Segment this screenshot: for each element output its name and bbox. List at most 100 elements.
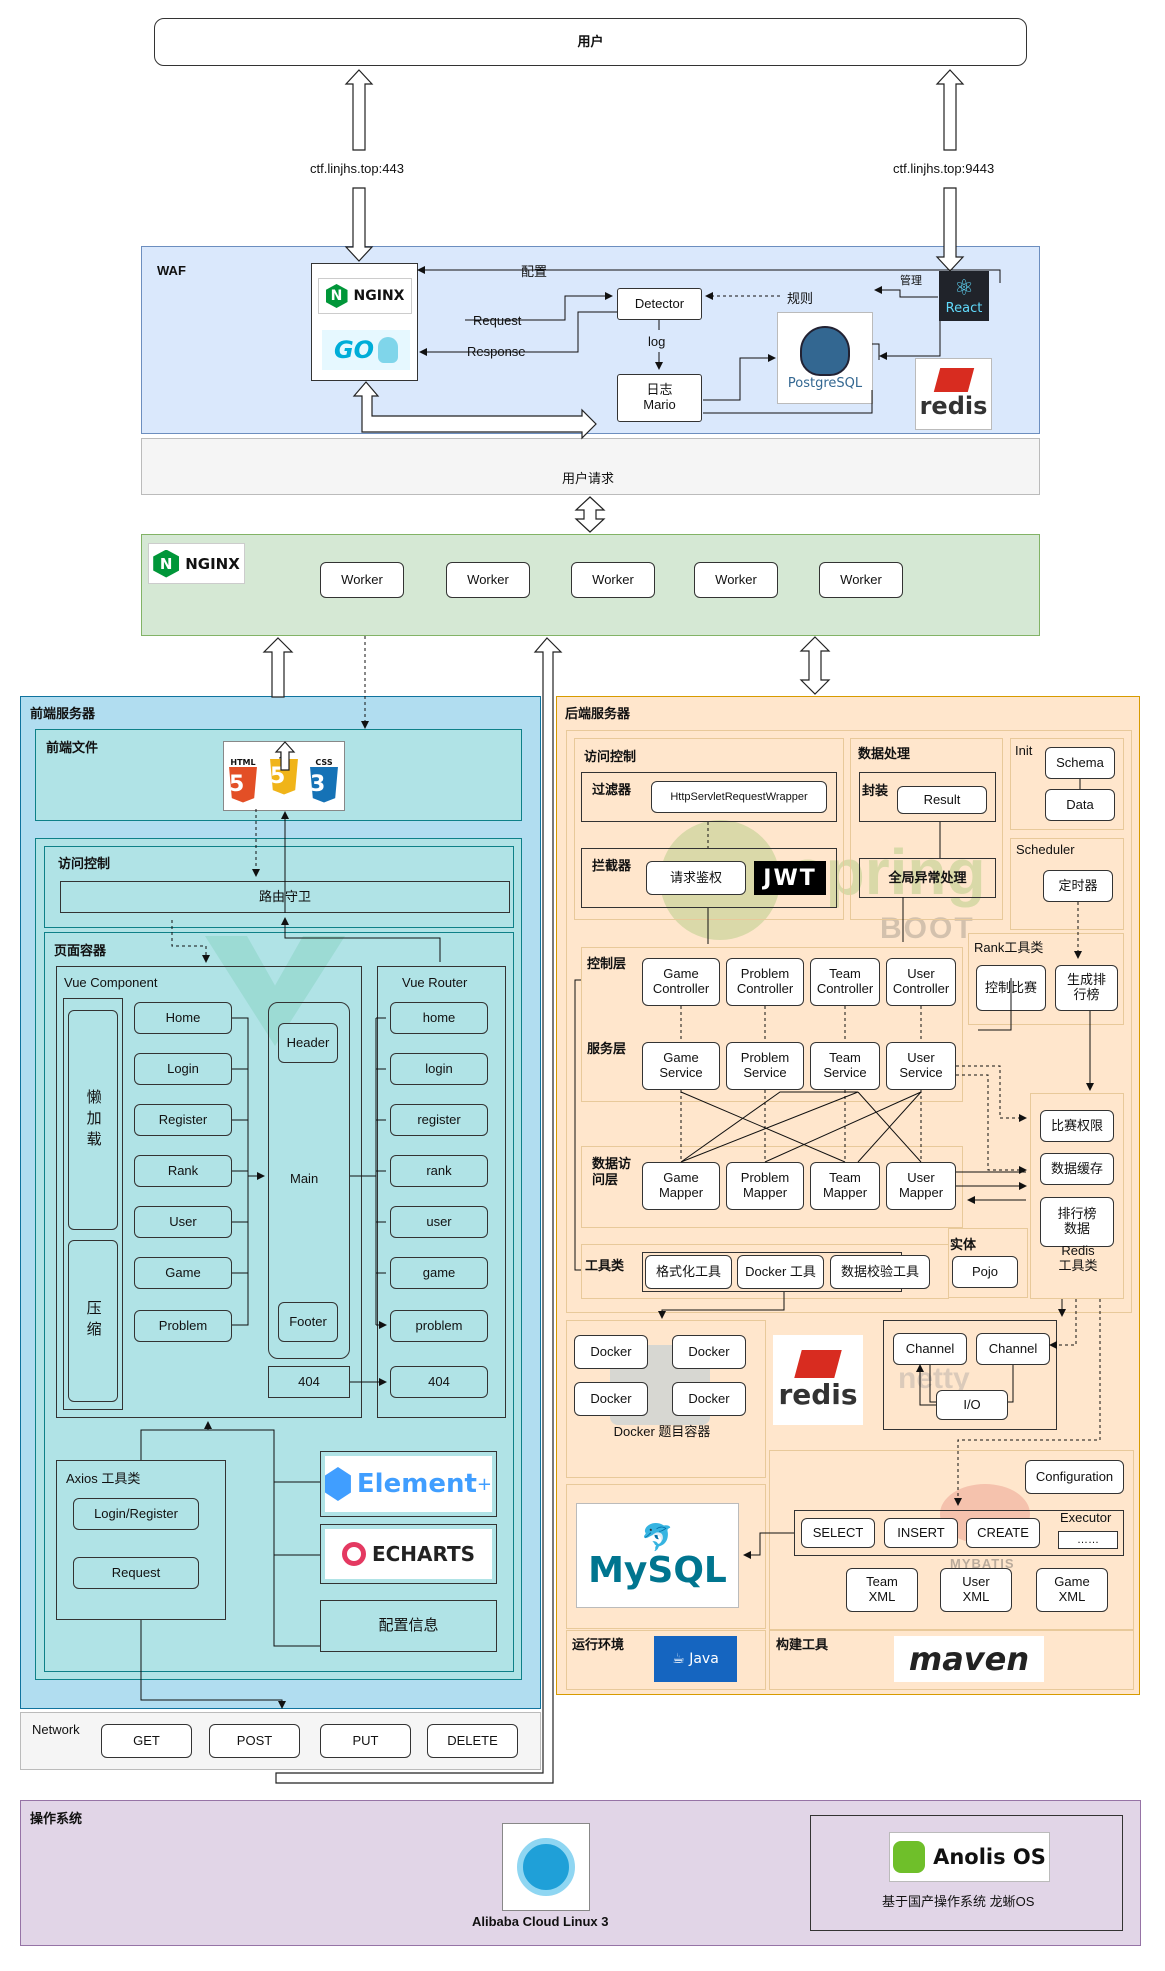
entity-panel <box>948 1228 1028 1298</box>
filter-box <box>581 772 837 822</box>
filter-title: 过滤器 <box>592 782 632 797</box>
worker-1: Worker <box>320 562 404 598</box>
alibaba-linux-logo <box>502 1823 590 1911</box>
comp-login: Login <box>134 1053 232 1085</box>
backend-core-panel <box>566 730 1132 1313</box>
waf-request-label: Request <box>473 313 522 328</box>
url-left: ctf.linjhs.top:443 <box>310 161 404 176</box>
route-home: home <box>390 1002 488 1034</box>
sql-select: SELECT <box>801 1518 875 1548</box>
route-404: 404 <box>390 1366 488 1398</box>
team-mapper: Team Mapper <box>810 1162 880 1210</box>
comp-register: Register <box>134 1104 232 1136</box>
waf-manage-label: 管理 <box>900 275 922 287</box>
route-rank: rank <box>390 1155 488 1187</box>
waf-rule-label: 规则 <box>787 291 814 306</box>
comp-home: Home <box>134 1002 232 1034</box>
gateway-nginx-logo: N NGINX <box>148 543 245 584</box>
interceptor-box <box>581 848 837 908</box>
entity-title: 实体 <box>950 1237 977 1252</box>
schema-node: Schema <box>1045 747 1115 779</box>
problem-service: Problem Service <box>726 1042 804 1090</box>
worker-5: Worker <box>819 562 903 598</box>
be-access-title: 访问控制 <box>584 749 637 764</box>
arrow-front-up <box>262 637 294 698</box>
arrow-left-up <box>344 69 374 151</box>
scheduler-panel <box>1010 838 1124 930</box>
problem-mapper: Problem Mapper <box>726 1162 804 1210</box>
game-controller: Game Controller <box>642 958 720 1006</box>
html5-icon: HTML 5 <box>227 754 259 806</box>
http-delete: DELETE <box>427 1724 518 1758</box>
axios-login-register: Login/Register <box>73 1498 199 1530</box>
config-info: 配置信息 <box>320 1600 497 1652</box>
axios-request: Request <box>73 1557 199 1589</box>
controller-layer-title: 控制层 <box>587 956 627 971</box>
data-proc-panel <box>850 738 1003 920</box>
waf-response-label: Response <box>467 344 526 359</box>
detector-node: Detector <box>617 288 702 320</box>
executor-box <box>794 1510 1124 1556</box>
problem-controller: Problem Controller <box>726 958 804 1006</box>
route-register: register <box>390 1104 488 1136</box>
game-mapper: Game Mapper <box>642 1162 720 1210</box>
sql-create: CREATE <box>966 1518 1040 1548</box>
route-problem: problem <box>390 1310 488 1342</box>
layout-footer: Footer <box>278 1302 338 1342</box>
wrap-title: 封装 <box>862 783 889 798</box>
executor-title: Executor <box>1060 1510 1112 1525</box>
channel-2: Channel <box>976 1333 1050 1365</box>
route-user: user <box>390 1206 488 1238</box>
waf-config-label: 配置 <box>521 264 548 279</box>
timer-node: 定时器 <box>1043 870 1113 902</box>
sql-insert: INSERT <box>884 1518 958 1548</box>
user-xml: User XML <box>940 1568 1012 1612</box>
os-title: 操作系统 <box>30 1811 83 1826</box>
team-controller: Team Controller <box>810 958 880 1006</box>
layout-header: Header <box>278 1023 338 1063</box>
jwt-logo: JWT <box>754 861 826 895</box>
docker-1: Docker <box>574 1335 648 1369</box>
wrap-box <box>859 772 996 822</box>
css3-icon: CSS 3 <box>308 754 340 806</box>
result-node: Result <box>897 786 987 814</box>
interceptor-title: 拦截器 <box>592 858 632 873</box>
anolis-box <box>810 1815 1123 1931</box>
lazy-compress-panel <box>63 998 123 1410</box>
docker-2: Docker <box>672 1335 746 1369</box>
dao-layer-title: 数据访问层 <box>592 1156 632 1187</box>
axios-title: Axios 工具类 <box>66 1471 141 1486</box>
build-panel <box>769 1630 1134 1690</box>
contest-permission: 比赛权限 <box>1040 1110 1114 1142</box>
scheduler-title: Scheduler <box>1016 842 1075 857</box>
anolis-logo: Anolis OS <box>889 1832 1050 1882</box>
init-title: Init <box>1015 743 1033 758</box>
user-controller: User Controller <box>886 958 956 1006</box>
be-access-panel <box>574 738 844 920</box>
redis-tool-panel <box>1030 1093 1124 1299</box>
maven-logo: maven <box>894 1636 1044 1682</box>
boot-watermark-text: BOOT <box>880 912 975 945</box>
waf-title: WAF <box>157 263 186 278</box>
route-game: game <box>390 1257 488 1289</box>
js-icon: JS 5 <box>268 746 300 798</box>
team-xml: Team XML <box>846 1568 918 1612</box>
data-proc-title: 数据处理 <box>858 746 911 761</box>
http-post: POST <box>209 1724 300 1758</box>
http-get: GET <box>101 1724 192 1758</box>
runtime-title: 运行环境 <box>572 1637 625 1652</box>
user-request-label: 用户请求 <box>562 471 615 486</box>
service-layer-title: 服务层 <box>587 1041 627 1056</box>
init-panel <box>1010 738 1124 830</box>
page-container-title: 页面容器 <box>54 943 107 958</box>
docker-title: Docker 题目容器 <box>613 1424 711 1439</box>
user-request-panel <box>141 438 1040 495</box>
tools-title: 工具类 <box>585 1258 625 1273</box>
go-logo: GO <box>322 330 410 370</box>
comp-404: 404 <box>268 1366 350 1398</box>
docker-tool: Docker 工具 <box>737 1255 824 1289</box>
echarts-logo: ECHARTS <box>325 1529 492 1579</box>
data-cache: 数据缓存 <box>1040 1153 1114 1185</box>
java-logo: ☕ Java <box>654 1636 737 1682</box>
frontend-access-title: 访问控制 <box>58 856 111 871</box>
